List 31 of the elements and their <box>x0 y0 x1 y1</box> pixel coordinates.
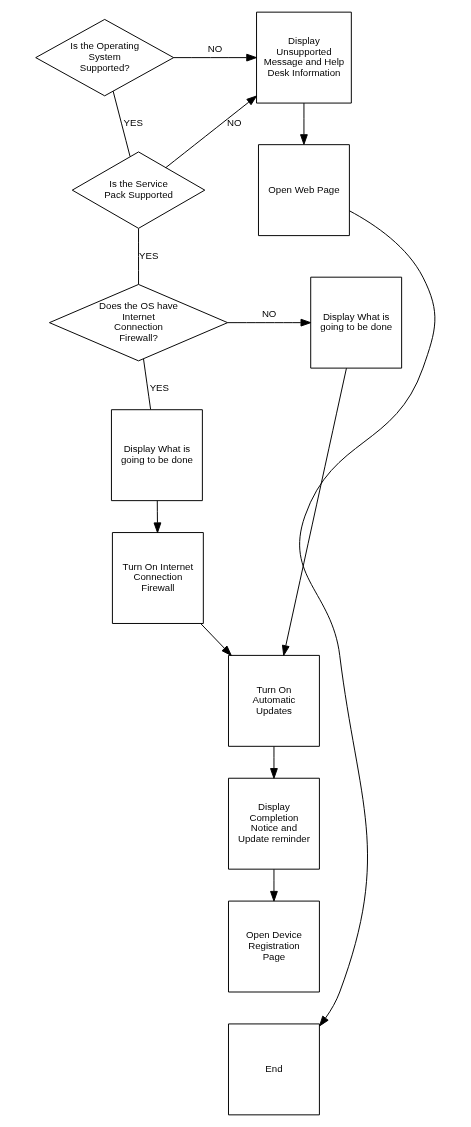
node-diamond: Does the OS have Internet Connection Firewall? <box>48 283 229 362</box>
node-box: Display Unsupported Message and Help Desk Information <box>256 11 352 104</box>
edge-label: YES <box>123 117 143 129</box>
edge-label: NO <box>227 117 242 129</box>
edge-label: NO <box>261 307 277 319</box>
edge-label: YES <box>149 382 169 394</box>
arrow <box>281 367 347 656</box>
node-box: Turn On Automatic Updates <box>228 654 320 747</box>
edge-label: YES <box>139 249 159 261</box>
node-box: Turn On Internet Connection Firewall <box>111 532 204 624</box>
arrow <box>153 500 162 534</box>
node-box: Open Web Page <box>258 144 350 237</box>
arrow <box>165 95 258 169</box>
node-box: End <box>228 1023 320 1116</box>
arrow <box>299 210 436 1027</box>
connector <box>112 90 131 157</box>
connector <box>138 228 140 285</box>
node-box: Display What is going to be done <box>310 276 403 369</box>
arrow <box>227 318 312 327</box>
edge-label: NO <box>207 42 223 54</box>
node-box: Display What is going to be done <box>110 409 203 502</box>
connector <box>143 358 152 410</box>
arrow <box>270 868 278 902</box>
node-box: Display Completion Notice and Update reminder <box>228 777 320 870</box>
arrow <box>270 746 278 779</box>
arrow <box>173 53 257 62</box>
node-diamond: Is the Service Pack Supported <box>71 151 206 229</box>
node-diamond: Is the Operating System Supported? <box>35 18 175 97</box>
arrow <box>300 102 308 145</box>
node-box: Open Device Registration Page <box>228 900 320 993</box>
arrow <box>200 623 232 656</box>
